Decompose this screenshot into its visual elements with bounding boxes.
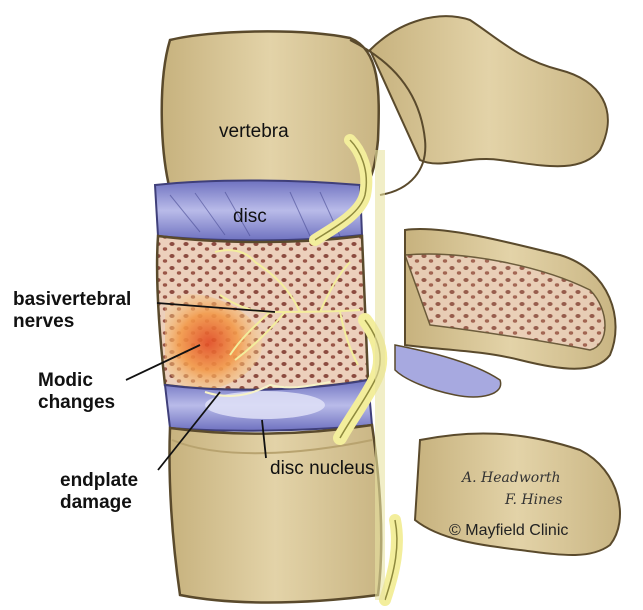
label-disc-nucleus: disc nucleus [270, 458, 375, 480]
label-endplate-line2: damage [60, 492, 138, 514]
label-basivertebral-line1: basivertebral [13, 289, 131, 311]
middle-vertebra [157, 236, 368, 390]
artist-signature-2: F. Hines [505, 492, 563, 508]
lower-vertebra [169, 425, 381, 603]
label-endplate-damage: endplate damage [60, 470, 138, 514]
artist-signature-1: A. Headworth [462, 470, 561, 486]
label-modic-changes: Modic changes [38, 370, 115, 414]
label-disc: disc [233, 206, 267, 228]
label-modic-line1: Modic [38, 370, 115, 392]
label-basivertebral-line2: nerves [13, 311, 131, 333]
label-endplate-line1: endplate [60, 470, 138, 492]
label-basivertebral-nerves: basivertebral nerves [13, 289, 131, 333]
label-vertebra: vertebra [219, 121, 289, 143]
label-modic-line2: changes [38, 392, 115, 414]
copyright-credit: © Mayfield Clinic [449, 522, 568, 540]
